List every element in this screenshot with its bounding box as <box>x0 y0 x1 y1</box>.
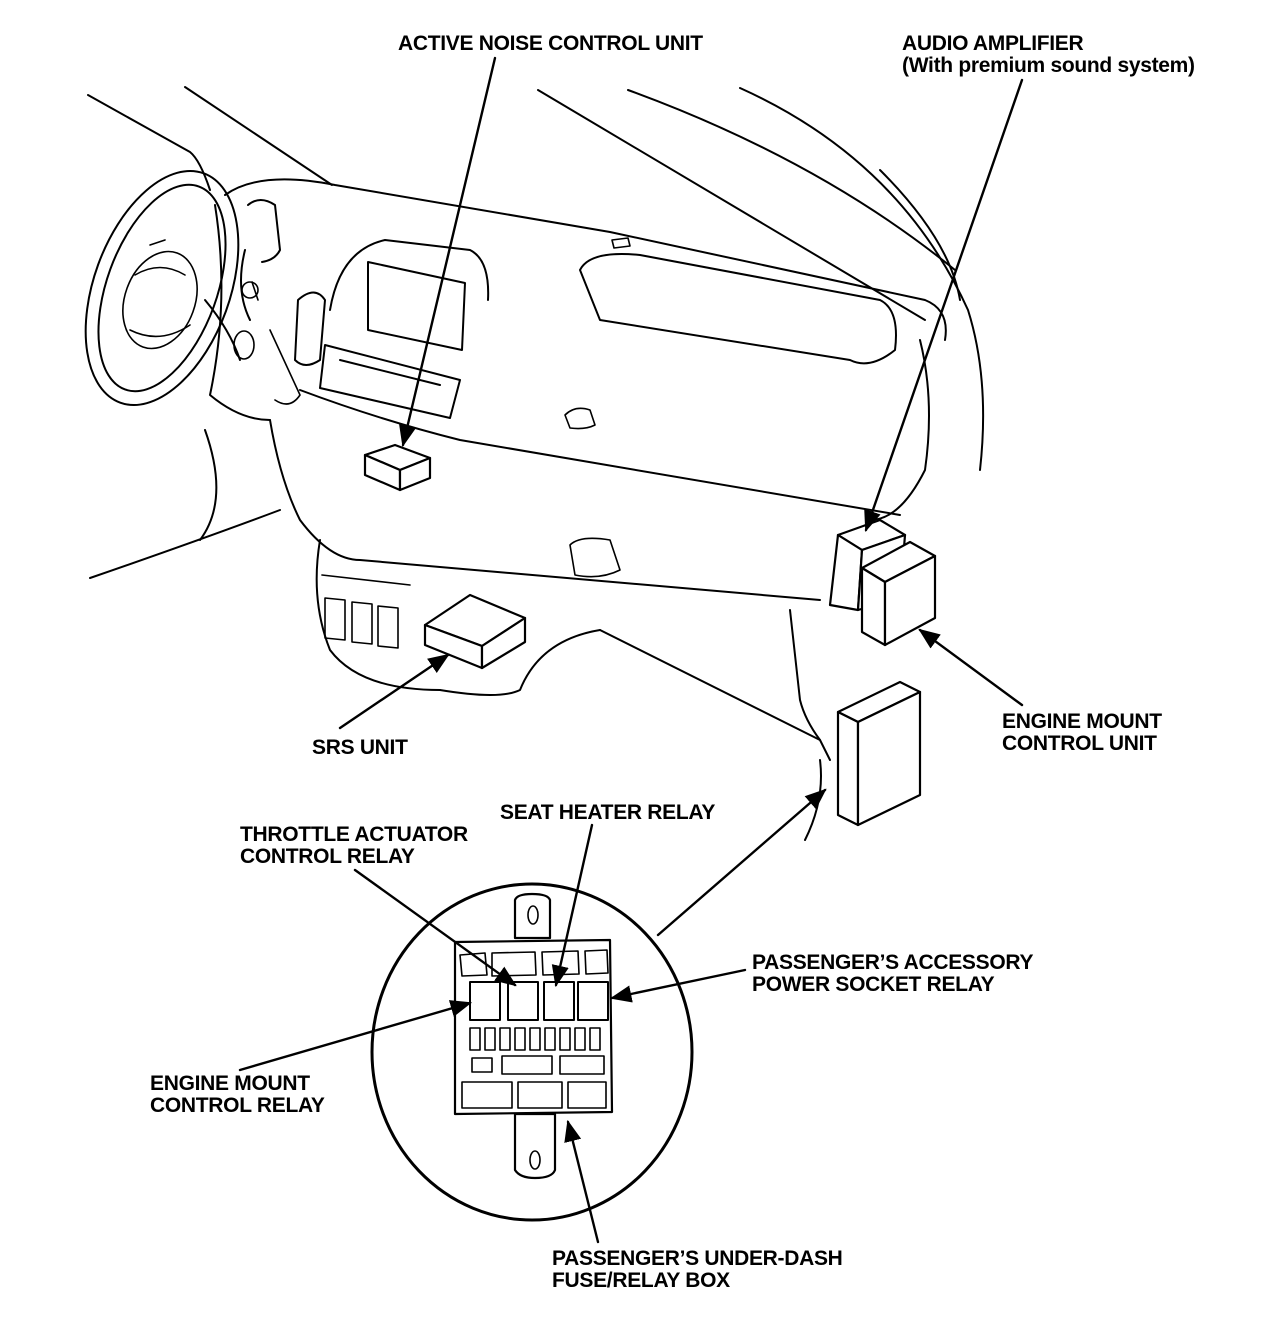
label-engine-mount-control-relay: ENGINE MOUNT CONTROL RELAY <box>150 1073 325 1117</box>
label-passengers-under-dash-fuse-relay-box: PASSENGER’S UNDER-DASH FUSE/RELAY BOX <box>552 1248 843 1292</box>
label-line: CONTROL UNIT <box>1002 732 1157 755</box>
label-srs-unit: SRS UNIT <box>312 737 408 759</box>
label-line: PASSENGER’S UNDER-DASH <box>552 1247 843 1270</box>
label-engine-mount-control-unit: ENGINE MOUNT CONTROL UNIT <box>1002 711 1162 755</box>
label-line: SRS UNIT <box>312 736 408 759</box>
label-line: POWER SOCKET RELAY <box>752 973 995 996</box>
label-throttle-actuator-control-relay: THROTTLE ACTUATOR CONTROL RELAY <box>240 824 468 868</box>
detail-circle <box>370 882 694 1222</box>
label-audio-amplifier: AUDIO AMPLIFIER (With premium sound syst… <box>902 33 1195 77</box>
label-line: ACTIVE NOISE CONTROL UNIT <box>398 32 703 55</box>
leader-lines <box>238 56 1024 1244</box>
label-seat-heater-relay: SEAT HEATER RELAY <box>500 802 715 824</box>
active-noise-control-unit-box <box>363 443 432 492</box>
label-line: FUSE/RELAY BOX <box>552 1269 730 1292</box>
label-line: THROTTLE ACTUATOR <box>240 823 468 846</box>
label-line: ENGINE MOUNT <box>1002 710 1162 733</box>
dashboard-outline <box>209 178 947 601</box>
label-line: SEAT HEATER RELAY <box>500 801 716 824</box>
engine-mount-control-unit-box <box>860 540 937 647</box>
label-line: ENGINE MOUNT <box>150 1072 310 1095</box>
under-dash-fuse-box-small <box>836 680 922 827</box>
label-passengers-accessory-power-socket-relay: PASSENGER’S ACCESSORY POWER SOCKET RELAY <box>752 952 1033 996</box>
label-line: CONTROL RELAY <box>150 1094 325 1117</box>
label-line: CONTROL RELAY <box>240 845 415 868</box>
label-line: AUDIO AMPLIFIER <box>902 32 1084 55</box>
label-line: PASSENGER’S ACCESSORY <box>752 951 1034 974</box>
steering-wheel <box>84 170 241 406</box>
label-active-noise-control-unit: ACTIVE NOISE CONTROL UNIT <box>398 33 703 55</box>
label-line: (With premium sound system) <box>902 54 1195 77</box>
gauge-cluster <box>233 199 326 405</box>
srs-unit-box <box>423 593 527 670</box>
